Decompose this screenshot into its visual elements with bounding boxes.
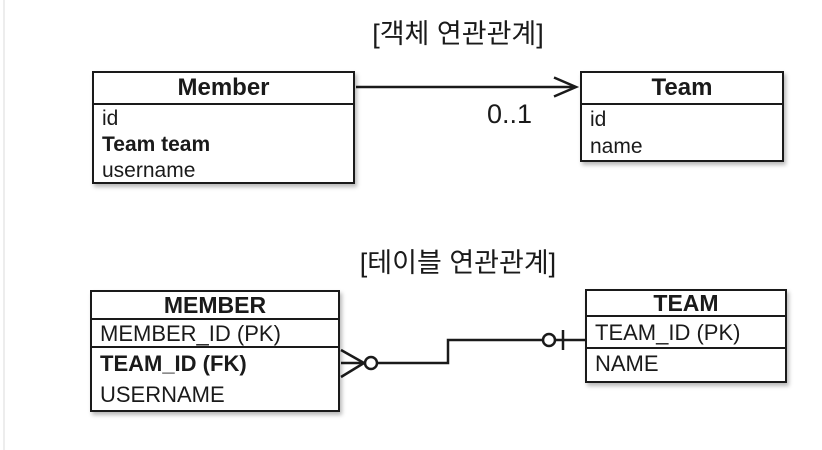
team-table-title: TEAM bbox=[587, 291, 785, 317]
member-field-id: id bbox=[102, 107, 119, 130]
member-class-title: Member bbox=[94, 73, 353, 105]
member-class-box: Member id Team team username bbox=[92, 71, 355, 184]
zero-circle-team-icon bbox=[541, 332, 557, 348]
team-class-box: Team id name bbox=[580, 71, 784, 162]
member-table-pk-row: MEMBER_ID (PK) bbox=[92, 320, 338, 348]
multiplicity-label: 0..1 bbox=[487, 99, 533, 129]
team-class-title: Team bbox=[582, 73, 782, 105]
crows-foot-icon bbox=[340, 348, 365, 379]
member-table-box: MEMBER MEMBER_ID (PK) TEAM_ID (FK) USERN… bbox=[90, 290, 340, 412]
table-diagram-title: [테이블 연관관계] bbox=[359, 248, 557, 278]
member-table-title: MEMBER bbox=[92, 292, 338, 320]
member-field-team: Team team bbox=[102, 133, 211, 156]
team-table-pk-row: TEAM_ID (PK) bbox=[587, 317, 785, 349]
association-arrow bbox=[356, 76, 580, 98]
member-table-fk-row: TEAM_ID (FK) bbox=[100, 351, 247, 376]
team-table-box: TEAM TEAM_ID (PK) NAME bbox=[585, 289, 787, 383]
fk-relationship-line bbox=[340, 330, 585, 379]
member-table-username-row: USERNAME bbox=[100, 382, 225, 407]
team-table-name-row: NAME bbox=[595, 351, 659, 376]
slide-left-border bbox=[3, 0, 5, 450]
member-field-username: username bbox=[102, 159, 196, 182]
team-field-name: name bbox=[590, 135, 643, 158]
object-diagram-title: [객체 연관관계] bbox=[372, 19, 544, 49]
zero-circle-member-icon bbox=[363, 355, 379, 371]
team-field-id: id bbox=[590, 108, 607, 131]
